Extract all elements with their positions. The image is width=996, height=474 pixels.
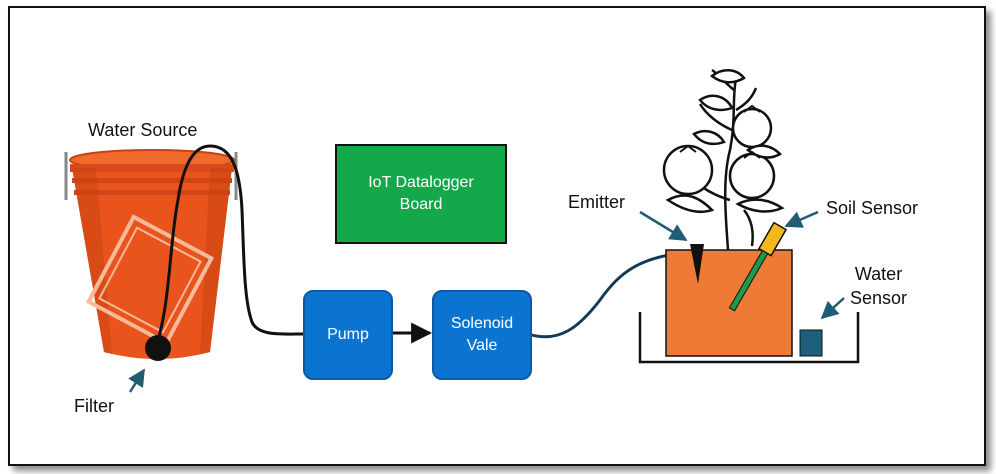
filter-label: Filter [74, 396, 114, 416]
outlet-tube [527, 250, 693, 339]
tray-icon [638, 312, 860, 364]
emitter-pointer [639, 210, 688, 242]
water-sensor-icon [799, 329, 823, 357]
emitter-icon [690, 244, 704, 284]
water-source-label: Water Source [88, 120, 198, 140]
soil-sensor-label: Soil Sensor [826, 198, 919, 218]
soil-sensor-icon [728, 221, 788, 312]
pump-box: Pump [303, 290, 393, 380]
soil-sensor-pointer [784, 210, 819, 228]
filter-icon [145, 335, 171, 361]
emitter-label: Emitter [568, 192, 626, 212]
water-sensor-pointer [820, 297, 845, 320]
water-sensor-label: Water Sensor [850, 264, 908, 308]
pot-icon [665, 249, 793, 357]
bucket-icon [64, 149, 238, 361]
filter-pointer [128, 368, 146, 393]
inlet-tube [156, 144, 305, 341]
tomato-plant-icon [662, 68, 785, 251]
iot-datalogger-board: IoT Datalogger Board [335, 144, 507, 244]
solenoid-valve-box: Solenoid Vale [432, 290, 532, 380]
